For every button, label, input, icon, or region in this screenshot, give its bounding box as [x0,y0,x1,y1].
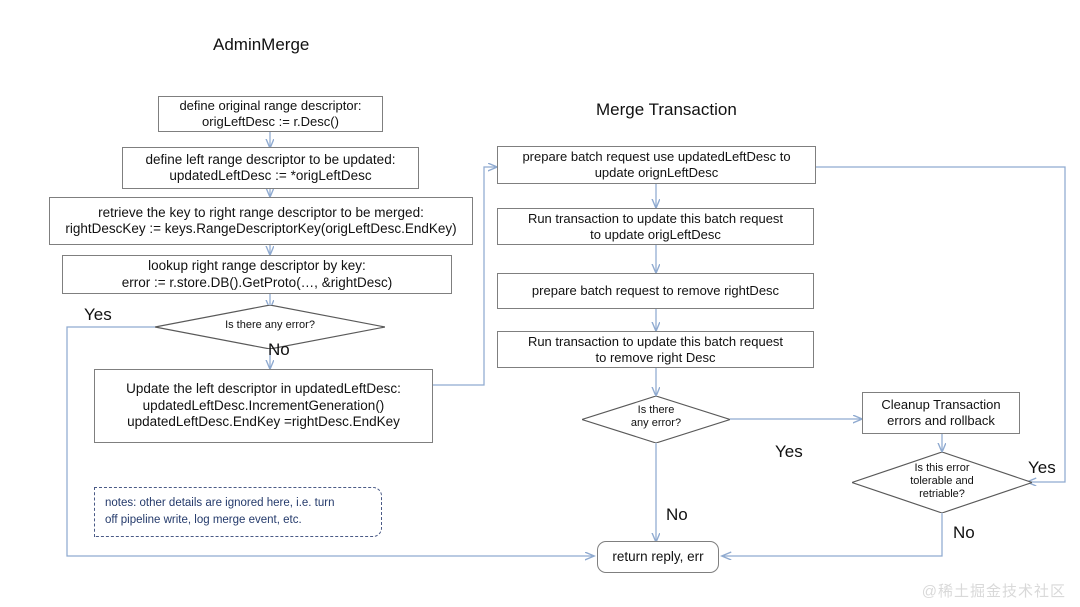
node-prepare-update-batch[interactable]: prepare batch request use updatedLeftDes… [497,146,816,184]
node-return-reply[interactable]: return reply, err [597,541,719,573]
note-other-details: notes: other details are ignored here, i… [94,487,382,537]
edge-label-mid-yes: Yes [775,442,803,461]
node-cleanup-transaction[interactable]: Cleanup Transaction errors and rollback [862,392,1020,434]
node-update-left-descriptor[interactable]: Update the left descriptor in updatedLef… [94,369,433,443]
decision-mid-any-error[interactable] [582,396,730,443]
decision-left-any-error[interactable] [155,305,385,349]
node-retrieve-right-key[interactable]: retrieve the key to right range descript… [49,197,473,245]
edge-label-mid-no: No [666,505,688,524]
node-prepare-remove-batch[interactable]: prepare batch request to remove rightDes… [497,273,814,309]
edge-label-retriable-yes: Yes [1028,458,1056,477]
decision-error-retriable[interactable] [852,452,1032,513]
right-section-title: Merge Transaction [596,100,737,119]
edge-label-left-no: No [268,340,290,359]
watermark: @稀土掘金技术社区 [921,583,1066,600]
node-define-original-descriptor[interactable]: define original range descriptor: origLe… [158,96,383,132]
edge-label-retriable-no: No [953,523,975,542]
node-define-left-descriptor[interactable]: define left range descriptor to be updat… [122,147,419,189]
edge-label-left-yes: Yes [84,305,112,324]
node-run-update-transaction[interactable]: Run transaction to update this batch req… [497,208,814,245]
node-lookup-right-descriptor[interactable]: lookup right range descriptor by key: er… [62,255,452,294]
left-section-title: AdminMerge [213,35,310,54]
node-run-remove-transaction[interactable]: Run transaction to update this batch req… [497,331,814,368]
